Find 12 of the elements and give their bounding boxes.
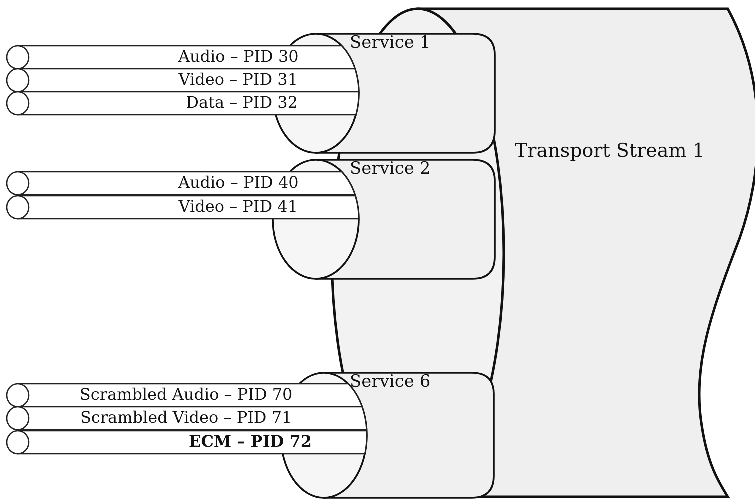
stream-label: Video – PID 41	[178, 199, 298, 215]
stream-label: Transport Stream 1	[515, 142, 705, 161]
service-label: Service 6	[350, 374, 431, 391]
stream-label: Data – PID 32	[186, 95, 298, 111]
service-label: Service 1	[350, 35, 431, 52]
service-label: Service 2	[350, 161, 431, 178]
stream-label: Scrambled Video – PID 71	[80, 410, 292, 426]
stream-label: Audio – PID 30	[178, 49, 299, 65]
stream-label: Scrambled Audio – PID 70	[80, 387, 293, 403]
stream-label: Video – PID 31	[178, 72, 298, 88]
stream-label: ECM – PID 72	[189, 434, 312, 450]
stream-label: Audio – PID 40	[178, 175, 299, 191]
